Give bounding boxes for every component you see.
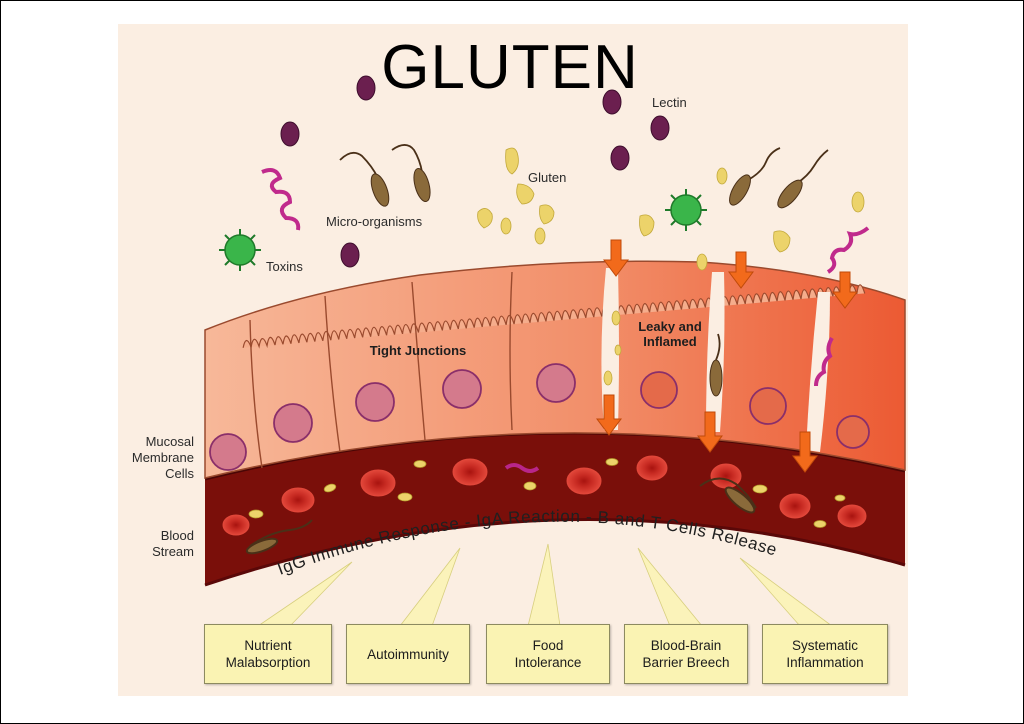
red-blood-cell-icon (636, 455, 668, 481)
gluten-particles (477, 147, 865, 386)
tight-junctions-label: Tight Junctions (369, 343, 467, 358)
nucleus (836, 415, 870, 449)
arrow-icon (728, 251, 754, 289)
gluten-icon (696, 253, 708, 271)
arrow-icon (792, 431, 818, 473)
mucosal-membrane-label: Mucosal Membrane Cells (131, 434, 194, 481)
gluten-icon (534, 227, 546, 245)
gluten-icon (516, 183, 535, 205)
bacteria-icon (709, 333, 723, 397)
lectin-icon (602, 89, 622, 115)
gluten-icon (716, 167, 728, 185)
gluten-icon (851, 191, 865, 213)
nuclei (209, 363, 870, 471)
gluten-icon (477, 208, 493, 229)
micro-organisms (339, 144, 829, 397)
red-blood-cells (222, 455, 867, 536)
nucleus (536, 363, 576, 403)
lectin-icon (280, 121, 300, 147)
gluten-icon (614, 344, 622, 356)
micro-organisms-label: Micro-organisms (326, 214, 423, 229)
lectin-icon (356, 75, 376, 101)
outcome-box-nutrient-malabsorption: Nutrient Malabsorption (204, 624, 332, 684)
bacteria-icon (777, 149, 829, 209)
spirochete-icon (814, 336, 834, 387)
nucleus (442, 369, 482, 409)
leak-arrows (596, 239, 858, 473)
spirochete-icon (261, 168, 301, 231)
gluten-icon (773, 230, 791, 253)
lectin-icon (340, 242, 360, 268)
red-blood-cell-icon (281, 487, 315, 513)
outcome-box-autoimmunity: Autoimmunity (346, 624, 470, 684)
bacteria-icon (339, 151, 390, 207)
gluten-icon (505, 147, 519, 175)
lectins (280, 75, 670, 268)
outcome-box-blood-brain-barrier: Blood-Brain Barrier Breech (624, 624, 748, 684)
virus-icon (219, 229, 261, 271)
red-blood-cell-icon (452, 458, 488, 486)
blood-stream-label: Blood Stream (152, 528, 194, 559)
spirochete-icon (826, 226, 870, 274)
nucleus (749, 387, 787, 425)
gluten-icon (611, 310, 621, 326)
nucleus (640, 371, 678, 409)
lectin-icon (610, 145, 630, 171)
nucleus (209, 433, 247, 471)
lectin-icon (650, 115, 670, 141)
nucleus (355, 382, 395, 422)
red-blood-cell-icon (222, 514, 250, 536)
arrow-icon (596, 394, 622, 436)
gluten-icon (639, 214, 655, 237)
bacteria-icon (391, 144, 431, 203)
arrow-icon (603, 239, 629, 277)
viruses (219, 189, 707, 271)
page-title: GLUTEN (381, 33, 639, 102)
toxins-label: Toxins (266, 259, 303, 274)
gluten-in-blood (248, 458, 846, 528)
arrow-icon (697, 411, 723, 453)
virus-icon (665, 189, 707, 231)
bacteria-icon (729, 147, 781, 206)
spirochetes (261, 168, 870, 387)
outcome-box-systematic-inflammation: Systematic Inflammation (762, 624, 888, 684)
red-blood-cell-icon (566, 467, 602, 495)
gluten-icon (539, 204, 555, 225)
red-blood-cell-icon (360, 469, 396, 497)
bacteria-in-blood (245, 463, 757, 555)
lectin-label: Lectin (652, 95, 687, 110)
gluten-icon (603, 370, 613, 386)
gluten-label: Gluten (528, 170, 567, 185)
nucleus (273, 403, 313, 443)
microvilli (242, 284, 866, 350)
red-blood-cell-icon (779, 493, 811, 519)
red-blood-cell-icon (837, 504, 867, 528)
arrow-icon (832, 271, 858, 309)
outcome-box-food-intolerance: Food Intolerance (486, 624, 610, 684)
callout-beams (256, 543, 834, 627)
leaky-inflamed-label: Leaky and Inflamed (638, 319, 702, 349)
gluten-icon (500, 217, 512, 235)
